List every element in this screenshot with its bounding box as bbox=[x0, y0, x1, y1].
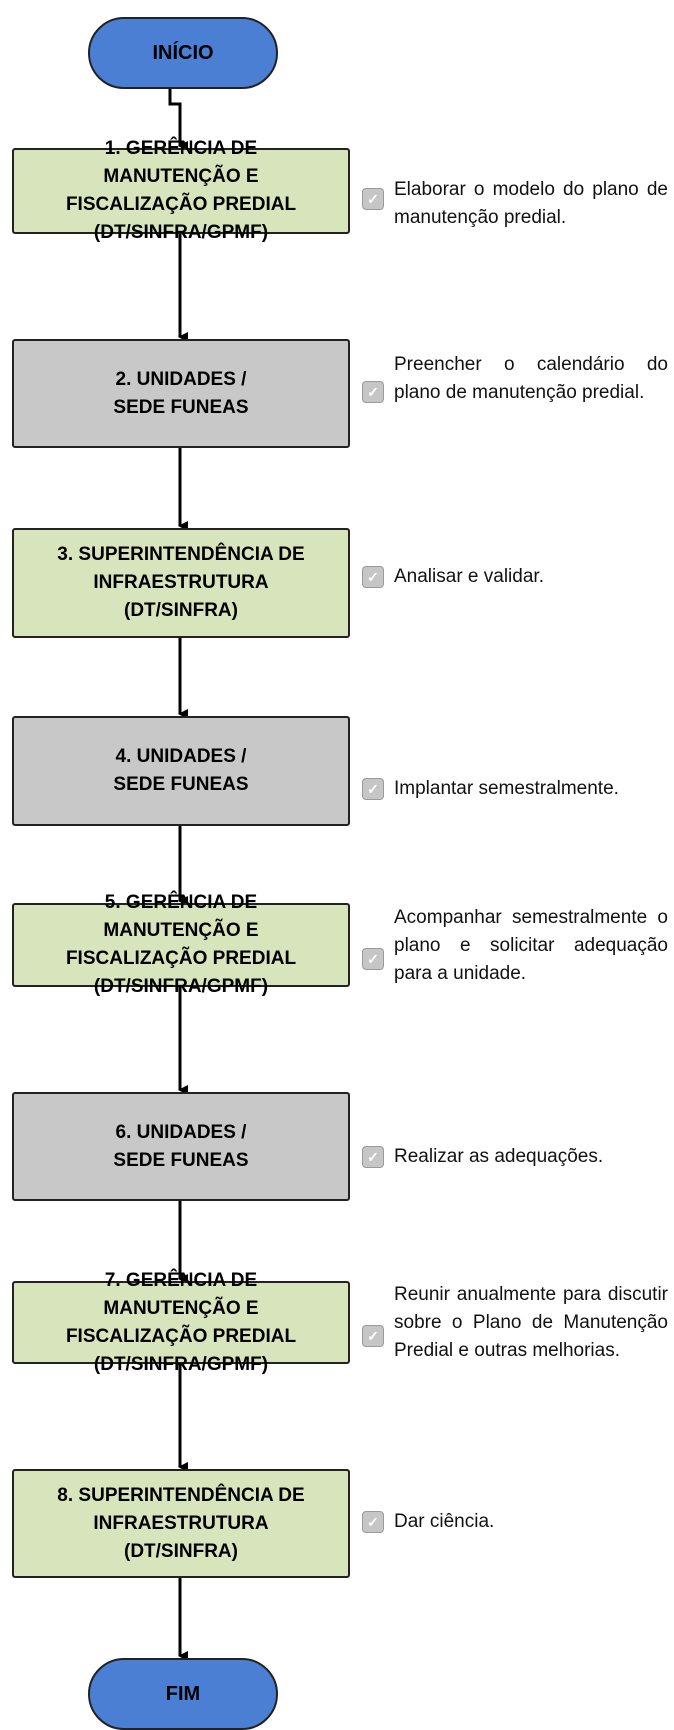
connector-start bbox=[168, 89, 188, 151]
checkbox-checked-icon: ✓ bbox=[362, 188, 384, 210]
step-4-note: ✓ Implantar semestralmente. bbox=[362, 775, 668, 803]
step-3-box: 3. SUPERINTENDÊNCIA DE INFRAESTRUTURA (D… bbox=[12, 528, 350, 638]
checkbox-checked-icon: ✓ bbox=[362, 381, 384, 403]
step-3-note: ✓ Analisar e validar. bbox=[362, 563, 668, 591]
start-label: INÍCIO bbox=[152, 41, 214, 64]
end-terminal: FIM bbox=[88, 1658, 278, 1730]
step-2-title: 2. UNIDADES / SEDE FUNEAS bbox=[113, 368, 249, 418]
step-4-box: 4. UNIDADES / SEDE FUNEAS bbox=[12, 716, 350, 826]
end-label: FIM bbox=[165, 1682, 201, 1705]
step-7-title: 7. GERÊNCIA DE MANUTENÇÃO E FISCALIZAÇÃO… bbox=[65, 1269, 297, 1375]
step-6-title: 6. UNIDADES / SEDE FUNEAS bbox=[113, 1121, 249, 1171]
step-3-title: 3. SUPERINTENDÊNCIA DE INFRAESTRUTURA (D… bbox=[57, 544, 305, 621]
checkbox-checked-icon: ✓ bbox=[362, 1146, 384, 1168]
step-1-note: ✓ Elaborar o modelo do plano de manutenç… bbox=[362, 176, 668, 232]
step-7-box: 7. GERÊNCIA DE MANUTENÇÃO E FISCALIZAÇÃO… bbox=[12, 1270, 350, 1375]
checkbox-checked-icon: ✓ bbox=[362, 778, 384, 800]
checkbox-checked-icon: ✓ bbox=[362, 1325, 384, 1347]
step-1-box: 1. GERÊNCIA DE MANUTENÇÃO E FISCALIZAÇÃO… bbox=[12, 138, 350, 243]
step-5-title: 5. GERÊNCIA DE MANUTENÇÃO E FISCALIZAÇÃO… bbox=[65, 892, 297, 997]
step-8-title: 8. SUPERINTENDÊNCIA DE INFRAESTRUTURA (D… bbox=[57, 1484, 305, 1562]
step-8-note: ✓ Dar ciência. bbox=[362, 1508, 668, 1536]
step-6-box: 6. UNIDADES / SEDE FUNEAS bbox=[12, 1092, 350, 1201]
step-2-note: ✓ Preencher o calendário do plano de man… bbox=[362, 351, 668, 407]
step-2-box: 2. UNIDADES / SEDE FUNEAS bbox=[12, 339, 350, 448]
step-8-box: 8. SUPERINTENDÊNCIA DE INFRAESTRUTURA (D… bbox=[12, 1469, 350, 1578]
step-5-box: 5. GERÊNCIA DE MANUTENÇÃO E FISCALIZAÇÃO… bbox=[12, 892, 350, 997]
step-1-title: 1. GERÊNCIA DE MANUTENÇÃO E FISCALIZAÇÃO… bbox=[65, 138, 297, 243]
checkbox-checked-icon: ✓ bbox=[362, 1511, 384, 1533]
step-6-note: ✓ Realizar as adequações. bbox=[362, 1143, 668, 1171]
step-5-note: ✓ Acompanhar semestralmente o plano e so… bbox=[362, 904, 668, 988]
step-4-title: 4. UNIDADES / SEDE FUNEAS bbox=[113, 746, 249, 795]
checkbox-checked-icon: ✓ bbox=[362, 566, 384, 588]
step-7-note: ✓ Reunir anualmente para discutir sobre … bbox=[362, 1281, 668, 1365]
start-terminal: INÍCIO bbox=[88, 17, 278, 89]
checkbox-checked-icon: ✓ bbox=[362, 948, 384, 970]
